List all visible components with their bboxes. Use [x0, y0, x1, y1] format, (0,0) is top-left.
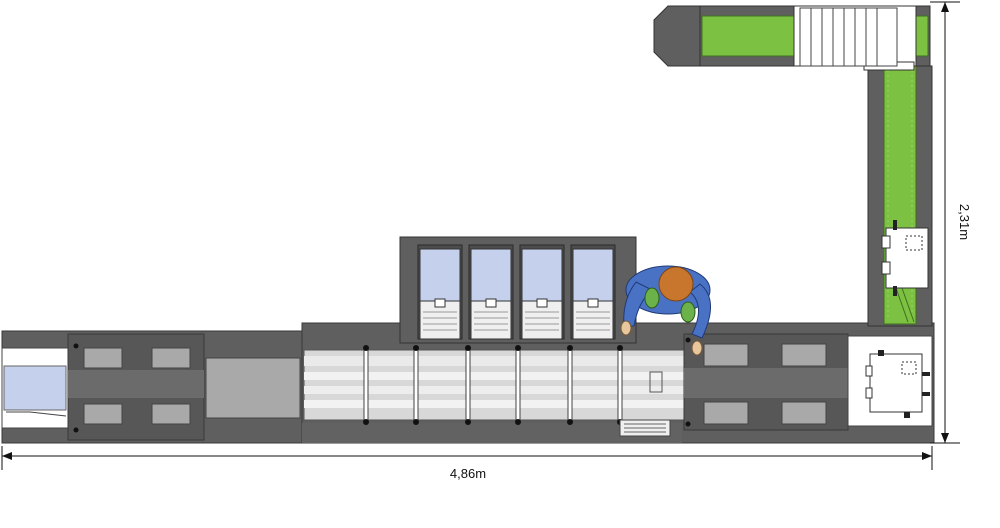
side-station — [881, 220, 929, 296]
height-label: 2,31m — [957, 204, 972, 240]
transfer-station — [847, 335, 933, 427]
roller-bars — [363, 345, 623, 425]
roller-bar — [413, 345, 419, 425]
width-dimension — [1, 446, 933, 470]
roller-bar — [515, 345, 521, 425]
roller-bar — [465, 345, 471, 425]
width-label: 4,86m — [450, 466, 486, 481]
left-module — [67, 333, 205, 441]
right-module — [683, 333, 849, 431]
roller-bar — [617, 345, 623, 425]
operator-figure — [620, 265, 711, 356]
bin — [519, 244, 565, 340]
roller-bar — [567, 345, 573, 425]
foot-pedal — [619, 419, 671, 437]
bin — [570, 244, 616, 340]
bin — [468, 244, 514, 340]
infeed-tray — [1, 347, 69, 429]
bins-group — [417, 244, 616, 340]
height-dimension — [930, 1, 960, 444]
feeder-sheets — [799, 7, 898, 67]
bin — [417, 244, 463, 340]
roller-bar — [363, 345, 369, 425]
plate-module — [205, 357, 301, 419]
feeder-sheet — [876, 7, 898, 67]
roller-section — [303, 349, 685, 421]
